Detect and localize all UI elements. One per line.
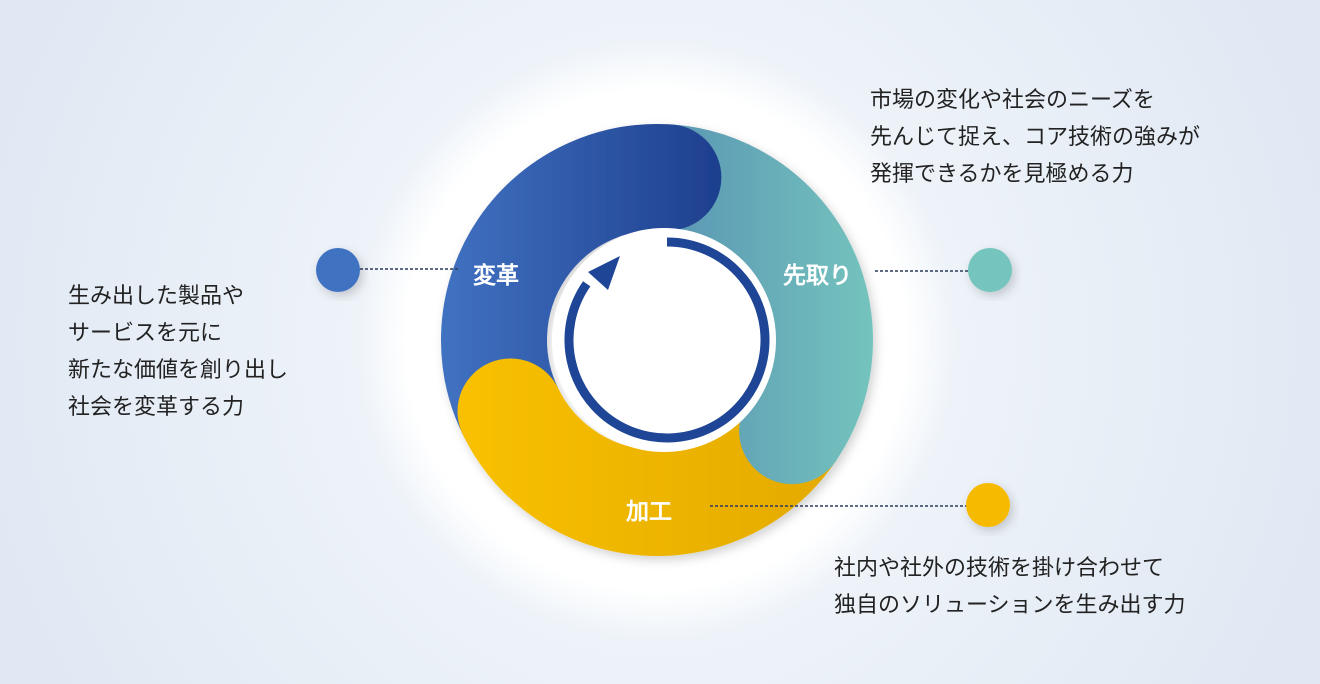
dot-kakou [966,483,1010,527]
desc-line: 社会を変革する力 [68,395,245,420]
segment-head-sakidori [739,378,846,485]
dot-henkaku [316,248,360,292]
desc-line: 先んじて捉え、コア技術の強みが [870,125,1201,150]
desc-line: 新たな価値を創り出し [68,358,289,383]
desc-kakou: 社内や社外の技術を掛け合わせて 独自のソリューションを生み出す力 [834,550,1186,624]
segment-head-henkaku [615,124,722,231]
desc-line: 独自のソリューションを生み出す力 [834,593,1186,618]
desc-line: 社内や社外の技術を掛け合わせて [834,556,1165,581]
arrow-head-icon [588,256,620,290]
desc-line: 生み出した製品や [68,284,245,309]
segment-head-kakou [457,358,564,465]
center-circle [552,228,776,452]
desc-sakidori: 市場の変化や社会のニーズを 先んじて捉え、コア技術の強みが 発揮できるかを見極め… [870,82,1200,193]
label-sakidori: 先取り [783,263,852,289]
label-henkaku: 変革 [473,263,519,289]
desc-line: 発揮できるかを見極める力 [870,162,1134,187]
label-kakou: 加工 [626,499,672,525]
cycle-arrow-icon [564,237,770,443]
desc-line: 市場の変化や社会のニーズを [870,88,1155,113]
desc-henkaku: 生み出した製品や サービスを元に 新たな価値を創り出し 社会を変革する力 [68,278,288,426]
dot-sakidori [968,248,1012,292]
desc-line: サービスを元に [68,321,223,346]
